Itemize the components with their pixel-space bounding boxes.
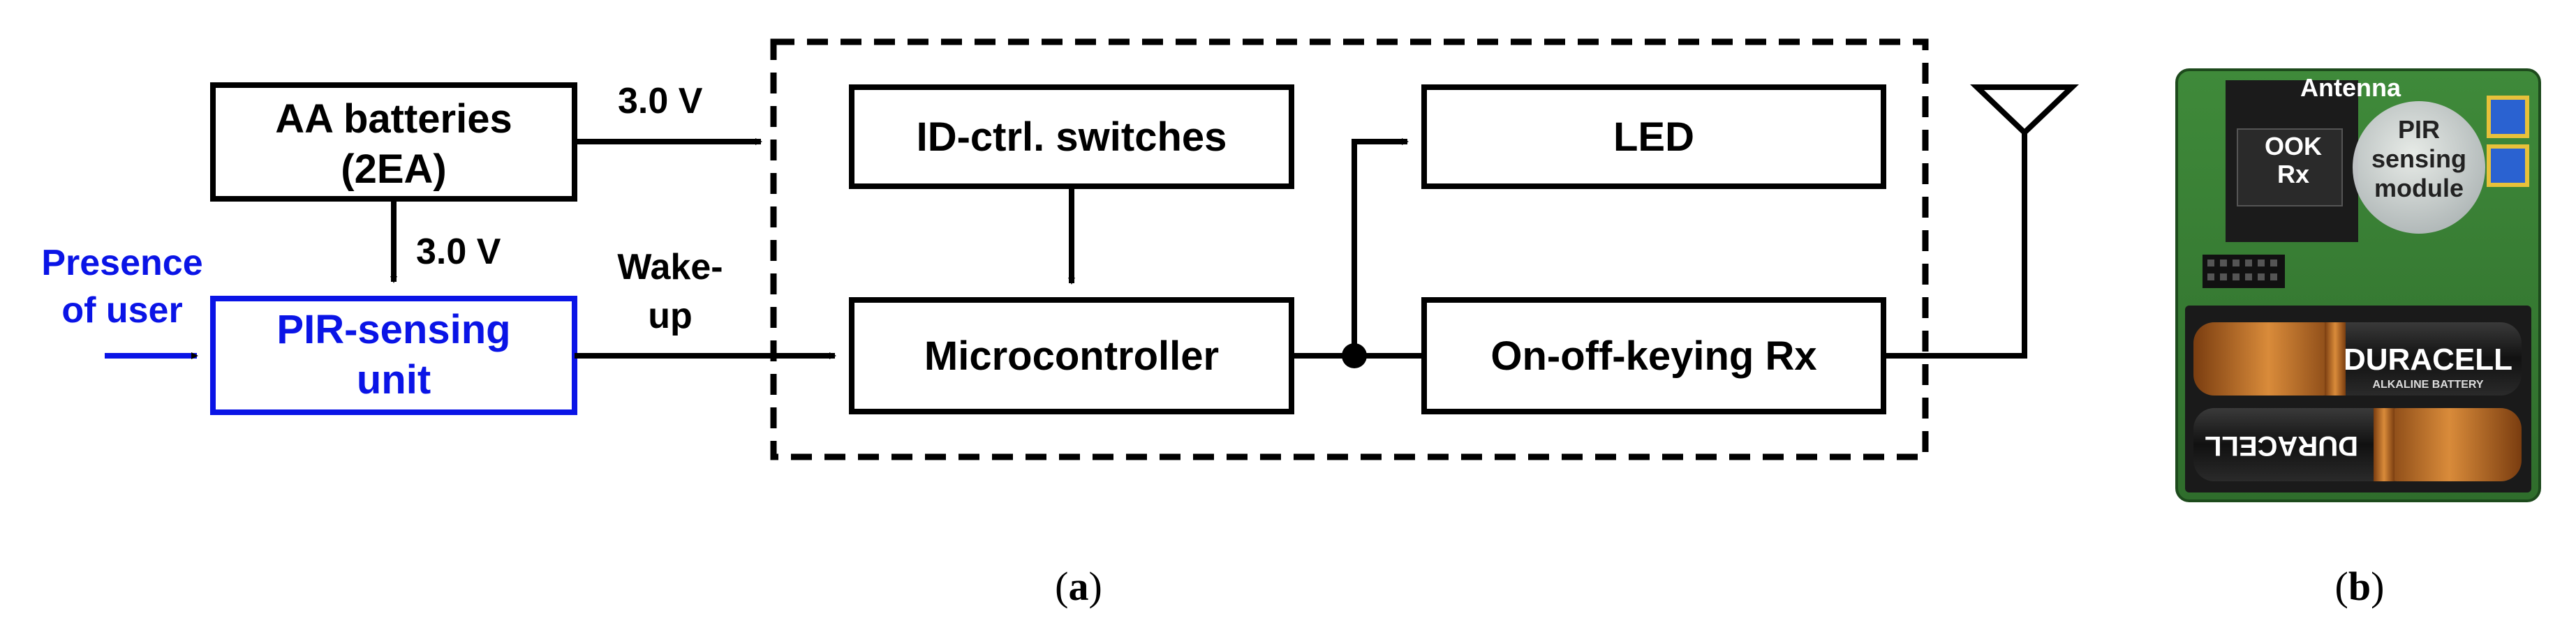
pir-unit-label-line2: unit — [357, 357, 431, 402]
photo-label-ook-line2: Rx — [2277, 160, 2309, 188]
battery-1-sub: ALKALINE BATTERY — [2372, 379, 2483, 391]
wakeup-label-line2: up — [648, 296, 693, 336]
trimmer-pot-2 — [2487, 144, 2529, 187]
block-diagram: AA batteries (2EA) PIR-sensing unit ID-c… — [41, 38, 2079, 460]
mcu-to-led-arrow — [1352, 138, 1409, 356]
trimmer-pot-1 — [2487, 96, 2529, 138]
ook-rx-block: On-off-keying Rx — [1421, 297, 1886, 414]
module-boundary — [770, 38, 1929, 460]
antenna-icon — [1970, 84, 2079, 137]
pir-dome — [2353, 101, 2485, 234]
photo-label-pir-line2: sensing — [2371, 144, 2466, 173]
junction-dot — [1342, 343, 1367, 368]
microcontroller-label: Microcontroller — [924, 333, 1219, 379]
photo-label-pir-line3: module — [2374, 174, 2464, 202]
battery-1-brand: DURACELL — [2344, 343, 2512, 377]
battery-to-pir-voltage: 3.0 V — [416, 232, 501, 272]
ook-to-antenna-line — [1883, 129, 2027, 359]
ook-rx-label: On-off-keying Rx — [1490, 333, 1816, 379]
photo-label-ook-line1: OOK — [2265, 132, 2322, 160]
wakeup-label-line1: Wake- — [617, 247, 723, 287]
led-block: LED — [1421, 84, 1886, 189]
battery-to-module-voltage: 3.0 V — [618, 81, 703, 121]
pir-unit-block: PIR-sensing unit — [210, 296, 577, 415]
microcontroller-block: Microcontroller — [849, 297, 1294, 414]
batteries-label-line1: AA batteries — [275, 96, 512, 142]
id-switches-label: ID-ctrl. switches — [917, 114, 1227, 160]
batteries-label-line2: (2EA) — [341, 146, 446, 192]
battery-2: DURACELL — [2193, 408, 2522, 481]
caption-b: (b) — [2335, 564, 2385, 609]
id-switches-block: ID-ctrl. switches — [849, 84, 1294, 189]
battery-1: DURACELL ALKALINE BATTERY — [2193, 322, 2522, 396]
photo-label-antenna: Antenna — [2300, 73, 2401, 102]
caption-a: (a) — [1055, 564, 1102, 609]
led-label: LED — [1613, 114, 1694, 160]
photo-label-pir-line1: PIR — [2398, 115, 2440, 144]
pir-unit-label-line1: PIR-sensing — [276, 307, 510, 352]
batteries-block: AA batteries (2EA) — [210, 82, 577, 202]
presence-label-line1: Presence — [41, 243, 202, 283]
battery-2-brand: DURACELL — [2205, 430, 2358, 461]
prototype-photo: DURACELL ALKALINE BATTERY DURACELL Anten… — [2175, 68, 2541, 502]
presence-label-line2: of user — [61, 290, 182, 331]
